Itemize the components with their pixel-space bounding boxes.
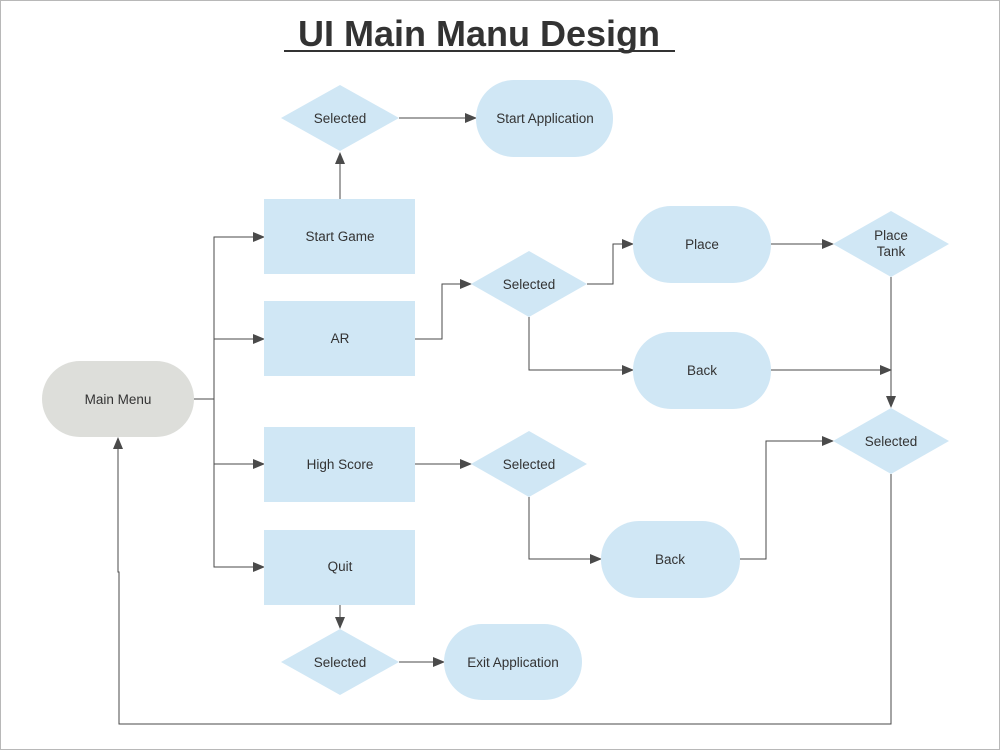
node-ar: AR [264,301,415,376]
node-label: Start Application [496,111,594,126]
node-label: Place [874,228,908,243]
edge-main-menu-to-start-game [192,232,265,400]
node-main-menu: Main Menu [42,361,194,437]
node-label: Quit [328,559,353,574]
edge-main-menu-to-quit [213,464,265,572]
node-label: Selected [314,111,367,126]
node-exit-application: Exit Application [444,624,582,700]
node-label: Selected [503,457,556,472]
edge-selected-to-back [528,317,634,375]
node-back-high-score: Back [601,521,740,598]
node-selected-merge: Selected [833,408,949,474]
node-label: AR [331,331,350,346]
node-label: Selected [503,277,556,292]
node-back-ar: Back [633,332,771,409]
node-label: High Score [307,457,374,472]
edge-selected-to-place [587,239,634,285]
node-label: Main Menu [85,392,152,407]
edges [113,113,896,725]
node-selected-high-score: Selected [471,431,587,497]
node-quit: Quit [264,530,415,605]
edge-main-menu-to-high-score [213,399,265,469]
node-label: Start Game [305,229,374,244]
node-start-game: Start Game [264,199,415,274]
node-selected-quit: Selected [281,629,399,695]
node-label: Back [687,363,717,378]
node-label: Back [655,552,685,567]
edge-selected-to-main-menu [113,437,892,725]
diagram-title: UI Main Manu Design [298,13,660,54]
node-place-tank: Place Tank [833,211,949,277]
edge-back-to-selected [740,436,834,560]
node-label: Tank [877,244,906,259]
node-place: Place [633,206,771,283]
node-label: Place [685,237,719,252]
node-selected-ar: Selected [471,251,587,317]
node-label: Exit Application [467,655,559,670]
node-label: Selected [865,434,918,449]
node-start-application: Start Application [476,80,613,157]
edge-ar-to-selected [415,279,472,340]
node-high-score: High Score [264,427,415,502]
node-label: Selected [314,655,367,670]
node-selected-start: Selected [281,85,399,151]
edge-selected-to-back-high-score [528,497,602,564]
